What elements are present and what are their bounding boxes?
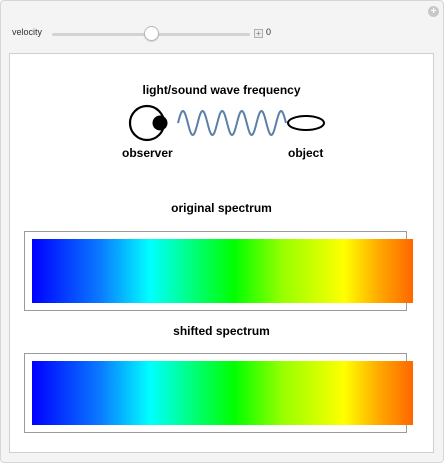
wave-line bbox=[177, 109, 287, 137]
diagram-title: light/sound wave frequency bbox=[142, 83, 301, 97]
doppler-diagram bbox=[128, 104, 325, 142]
observer-pupil-icon bbox=[152, 115, 168, 131]
object-label: object bbox=[288, 146, 324, 160]
add-icon[interactable]: + bbox=[428, 6, 439, 17]
velocity-value: 0 bbox=[266, 27, 272, 37]
slider-expand-icon[interactable]: + bbox=[254, 29, 263, 38]
shifted-spectrum-frame bbox=[24, 353, 413, 433]
original-spectrum-title: original spectrum bbox=[171, 201, 272, 215]
output-area: light/sound wave frequency observer obje… bbox=[9, 53, 434, 453]
velocity-label: velocity bbox=[12, 27, 43, 37]
original-spectrum-frame bbox=[24, 231, 413, 311]
original-spectrum-bar bbox=[32, 239, 413, 303]
observer-label: observer bbox=[122, 146, 173, 160]
velocity-control: velocity + 0 bbox=[12, 26, 312, 42]
shifted-spectrum-bar bbox=[32, 361, 413, 425]
shifted-spectrum-title: shifted spectrum bbox=[173, 324, 270, 338]
velocity-slider-thumb[interactable] bbox=[143, 26, 159, 41]
object-ellipse-icon bbox=[287, 115, 325, 131]
